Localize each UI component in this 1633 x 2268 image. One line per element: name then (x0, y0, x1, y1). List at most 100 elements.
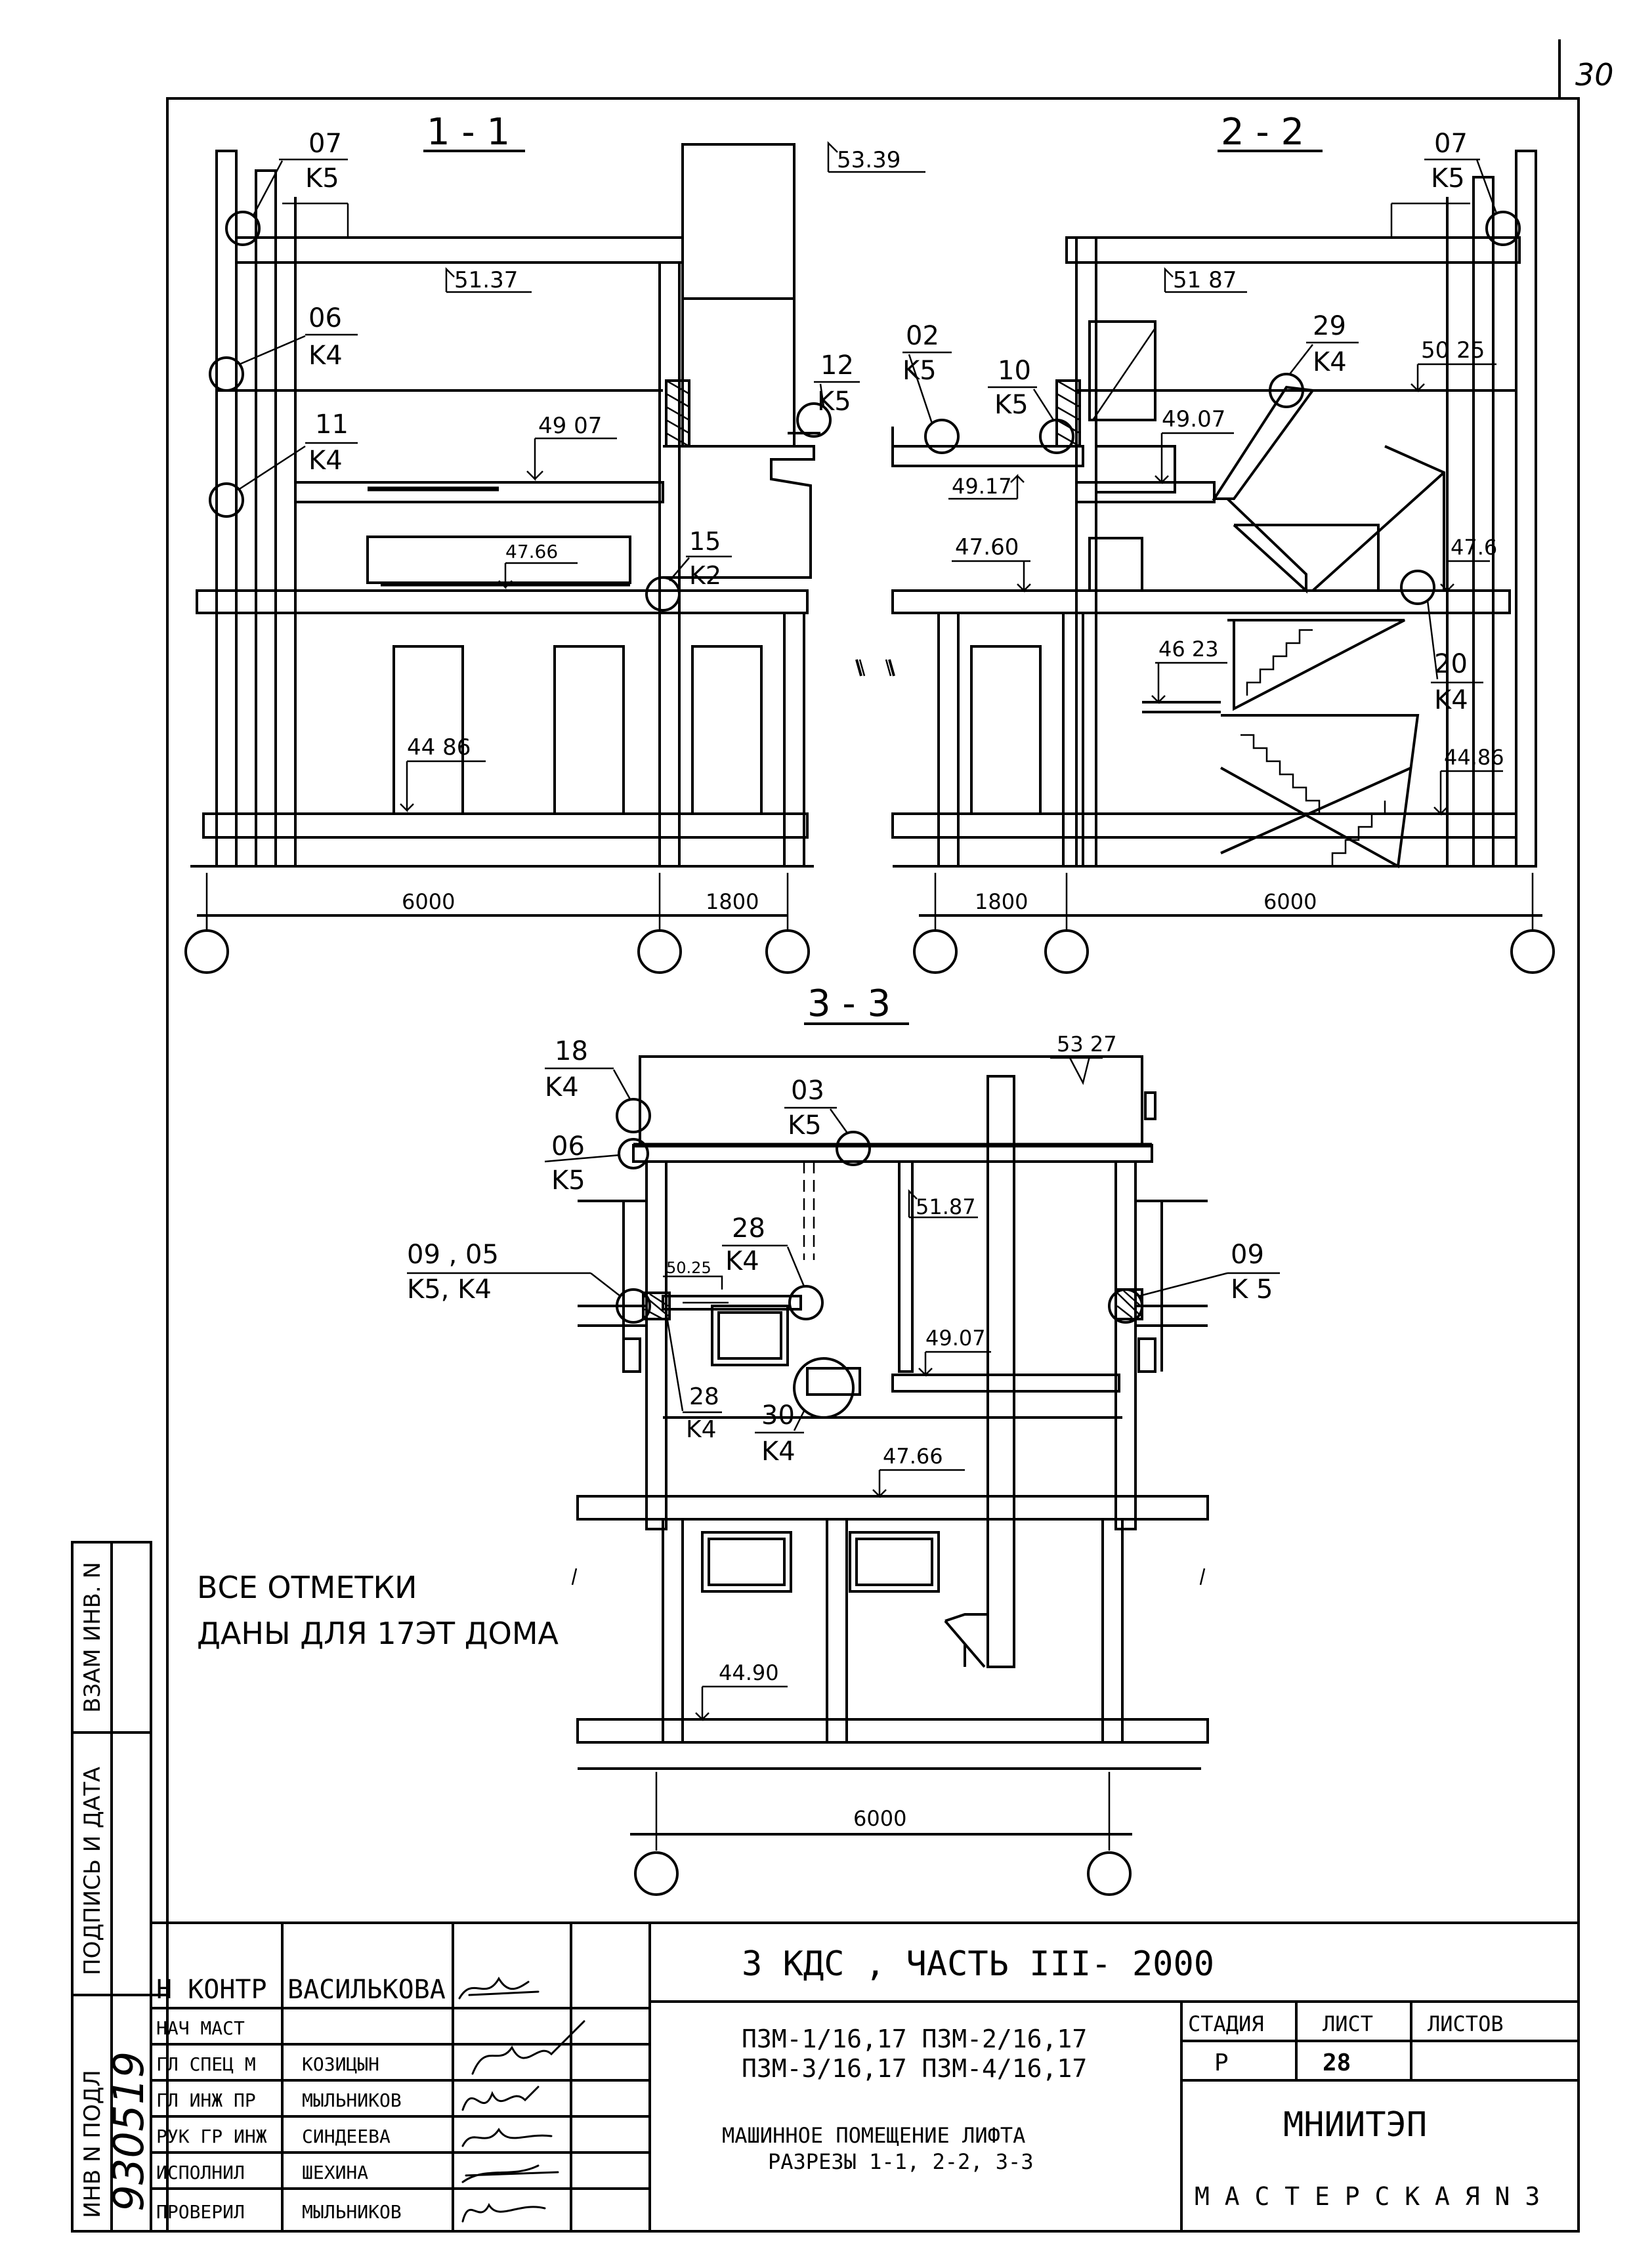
role-4: ГЛ ИНЖ ПР (156, 2090, 256, 2111)
callout-s2-02-top: 02 (906, 321, 939, 351)
name-5: СИНДЕЕВА (302, 2126, 391, 2147)
elev-s3-4490: 44.90 (719, 1660, 779, 1685)
elev-s2-4486: 44.86 (1444, 745, 1504, 770)
sheet-label: ЛИСТ (1323, 2011, 1373, 2036)
elev-s2-4623: 46 23 (1158, 637, 1219, 662)
callout-s2-10-bottom: K5 (994, 390, 1029, 420)
callout-s1-11-top: 11 (315, 410, 349, 440)
callout-s3-09-bottom: K 5 (1231, 1274, 1273, 1305)
section-title-3-3: 3 - 3 (807, 982, 891, 1025)
callout-s3-28a-bottom: K4 (725, 1246, 759, 1276)
elev-s1-4907: 49 07 (538, 413, 602, 439)
elev-s3-4766: 47.66 (883, 1444, 943, 1469)
stamp-inv-podl: ИНВ N ПОДЛ (79, 2070, 106, 2218)
signature-3 (471, 2020, 585, 2075)
callout-s3-0905-top: 09 , 05 (407, 1240, 499, 1270)
side-stamp: ВЗАМ ИНВ. N ПОДПИСЬ И ДАТА ИНВ N ПОДЛ 93… (71, 1541, 167, 2233)
callout-s2-10-top: 10 (998, 356, 1031, 386)
elev-s1-4486: 44 86 (407, 734, 471, 761)
callout-s3-03-top: 03 (791, 1076, 824, 1106)
dim-s2-6000: 6000 (1263, 889, 1317, 914)
elev-s3-top: 53 27 (1057, 1032, 1117, 1057)
organization: МНИИТЭП (1283, 2105, 1427, 2145)
callout-s3-28b-bottom: K4 (686, 1416, 717, 1443)
callout-s3-30-bottom: K4 (761, 1437, 795, 1467)
elev-s2-4766: 47.6 (1451, 535, 1497, 560)
section-title-2-2: 2 - 2 (1221, 111, 1304, 154)
axis-bubble (765, 929, 810, 974)
elev-s3-4907: 49.07 (925, 1326, 986, 1351)
callout-s1-15-top: 15 (689, 527, 721, 556)
axis-bubble (634, 1851, 679, 1896)
title-block: Н КОНТР ВАСИЛЬКОВА НАЧ МАСТ ГЛ СПЕЦ М КО… (150, 1922, 1580, 2233)
axis-bubble (637, 929, 682, 974)
callout-s3-03-bottom: K5 (788, 1110, 822, 1141)
callout-s3-28a-top: 28 (732, 1213, 765, 1244)
axis-bubble (1510, 929, 1555, 974)
section-3-3: 3 - 3 (407, 982, 1280, 1896)
elev-s3-5187: 51.87 (916, 1194, 976, 1219)
sheet-title-line1: МАШИННОЕ ПОМЕЩЕНИЕ ЛИФТА (722, 2123, 1025, 2148)
callout-s1-07-bottom: K5 (305, 163, 339, 194)
axis-bubble (913, 929, 958, 974)
callout-s3-30-top: 30 (761, 1400, 795, 1431)
series-line1: П3М-1/16,17 П3М-2/16,17 (742, 2025, 1087, 2053)
name-4: МЫЛЬНИКОВ (302, 2090, 402, 2111)
workshop: М А С Т Е Р С К А Я N 3 (1195, 2182, 1540, 2211)
axis-bubble (184, 929, 229, 974)
name-3: КОЗИЦЫН (302, 2053, 379, 2075)
role-5: РУК ГР ИНЖ (156, 2126, 267, 2147)
callout-s3-18-bottom: K4 (545, 1072, 579, 1102)
elev-s2-4907: 49.07 (1162, 406, 1225, 432)
signature-6 (461, 2164, 559, 2183)
section-title-1-1: 1 - 1 (427, 111, 510, 154)
stamp-inv-vzam: ВЗАМ ИНВ. N (79, 1562, 106, 1713)
elev-s1-top: 53.39 (837, 147, 901, 173)
dim-s2-1800: 1800 (975, 889, 1028, 914)
callout-s3-09-top: 09 (1231, 1240, 1264, 1270)
callout-s3-18-top: 18 (555, 1036, 588, 1066)
callout-s2-02-bottom: K5 (902, 356, 937, 386)
callout-s2-07-bottom: K5 (1431, 163, 1465, 194)
signature-5 (461, 2128, 553, 2147)
callout-s1-06-top: 06 (308, 303, 342, 333)
elev-s2-4760: 47.60 (955, 534, 1019, 560)
note-line1: ВСЕ ОТМЕТКИ (197, 1570, 417, 1605)
callout-s2-20-top: 20 (1434, 649, 1468, 679)
signature-1 (458, 1977, 540, 2000)
elev-s2-4917: 49.17 (952, 474, 1012, 499)
callout-s3-28b-top: 28 (689, 1383, 719, 1410)
note-line2: ДАНЫ ДЛЯ 17ЭТ ДОМА (197, 1616, 559, 1651)
section-1-1: 1 - 1 (184, 111, 925, 974)
dim-s3-6000: 6000 (853, 1806, 906, 1831)
callout-s1-12-top: 12 (820, 350, 854, 381)
callout-s2-20-bottom: K4 (1434, 685, 1468, 715)
callout-s1-06-bottom: K4 (308, 341, 343, 371)
callout-s3-06-bottom: K5 (551, 1166, 585, 1196)
project-title: 3 КДС , ЧАСТЬ III- 2000 (742, 1944, 1214, 1984)
stage-value: Р (1214, 2049, 1229, 2076)
role-1: Н КОНТР (156, 1975, 267, 2005)
callout-s1-15-bottom: K2 (689, 561, 721, 590)
callout-s3-06-top: 06 (551, 1131, 585, 1162)
sheet-title-line2: РАЗРЕЗЫ 1-1, 2-2, 3-3 (768, 2149, 1034, 2174)
name-1: ВАСИЛЬКОВА (287, 1975, 446, 2005)
general-note: ВСЕ ОТМЕТКИ ДАНЫ ДЛЯ 17ЭТ ДОМА (197, 1570, 559, 1651)
role-6: ИСПОЛНИЛ (156, 2162, 245, 2183)
callout-s1-11-bottom: K4 (308, 446, 343, 476)
elev-s1-4766: 47.66 (505, 541, 558, 562)
callout-s1-12-bottom: K5 (817, 387, 851, 417)
callout-s2-29-bottom: K4 (1313, 347, 1347, 377)
series-line2: П3М-3/16,17 П3М-4/16,17 (742, 2054, 1087, 2083)
elev-s1-roof: 51.37 (454, 267, 518, 293)
sheet-corner-number: 30 (1575, 57, 1614, 93)
dim-s1-1800: 1800 (706, 889, 759, 914)
dim-s1-6000: 6000 (402, 889, 455, 914)
name-6: ШЕХИНА (302, 2162, 368, 2183)
callout-s2-29-top: 29 (1313, 311, 1346, 341)
signature-4 (461, 2086, 540, 2111)
stage-label: СТАДИЯ (1188, 2011, 1264, 2036)
axis-bubble (1044, 929, 1089, 974)
role-7: ПРОВЕРИЛ (156, 2201, 245, 2223)
